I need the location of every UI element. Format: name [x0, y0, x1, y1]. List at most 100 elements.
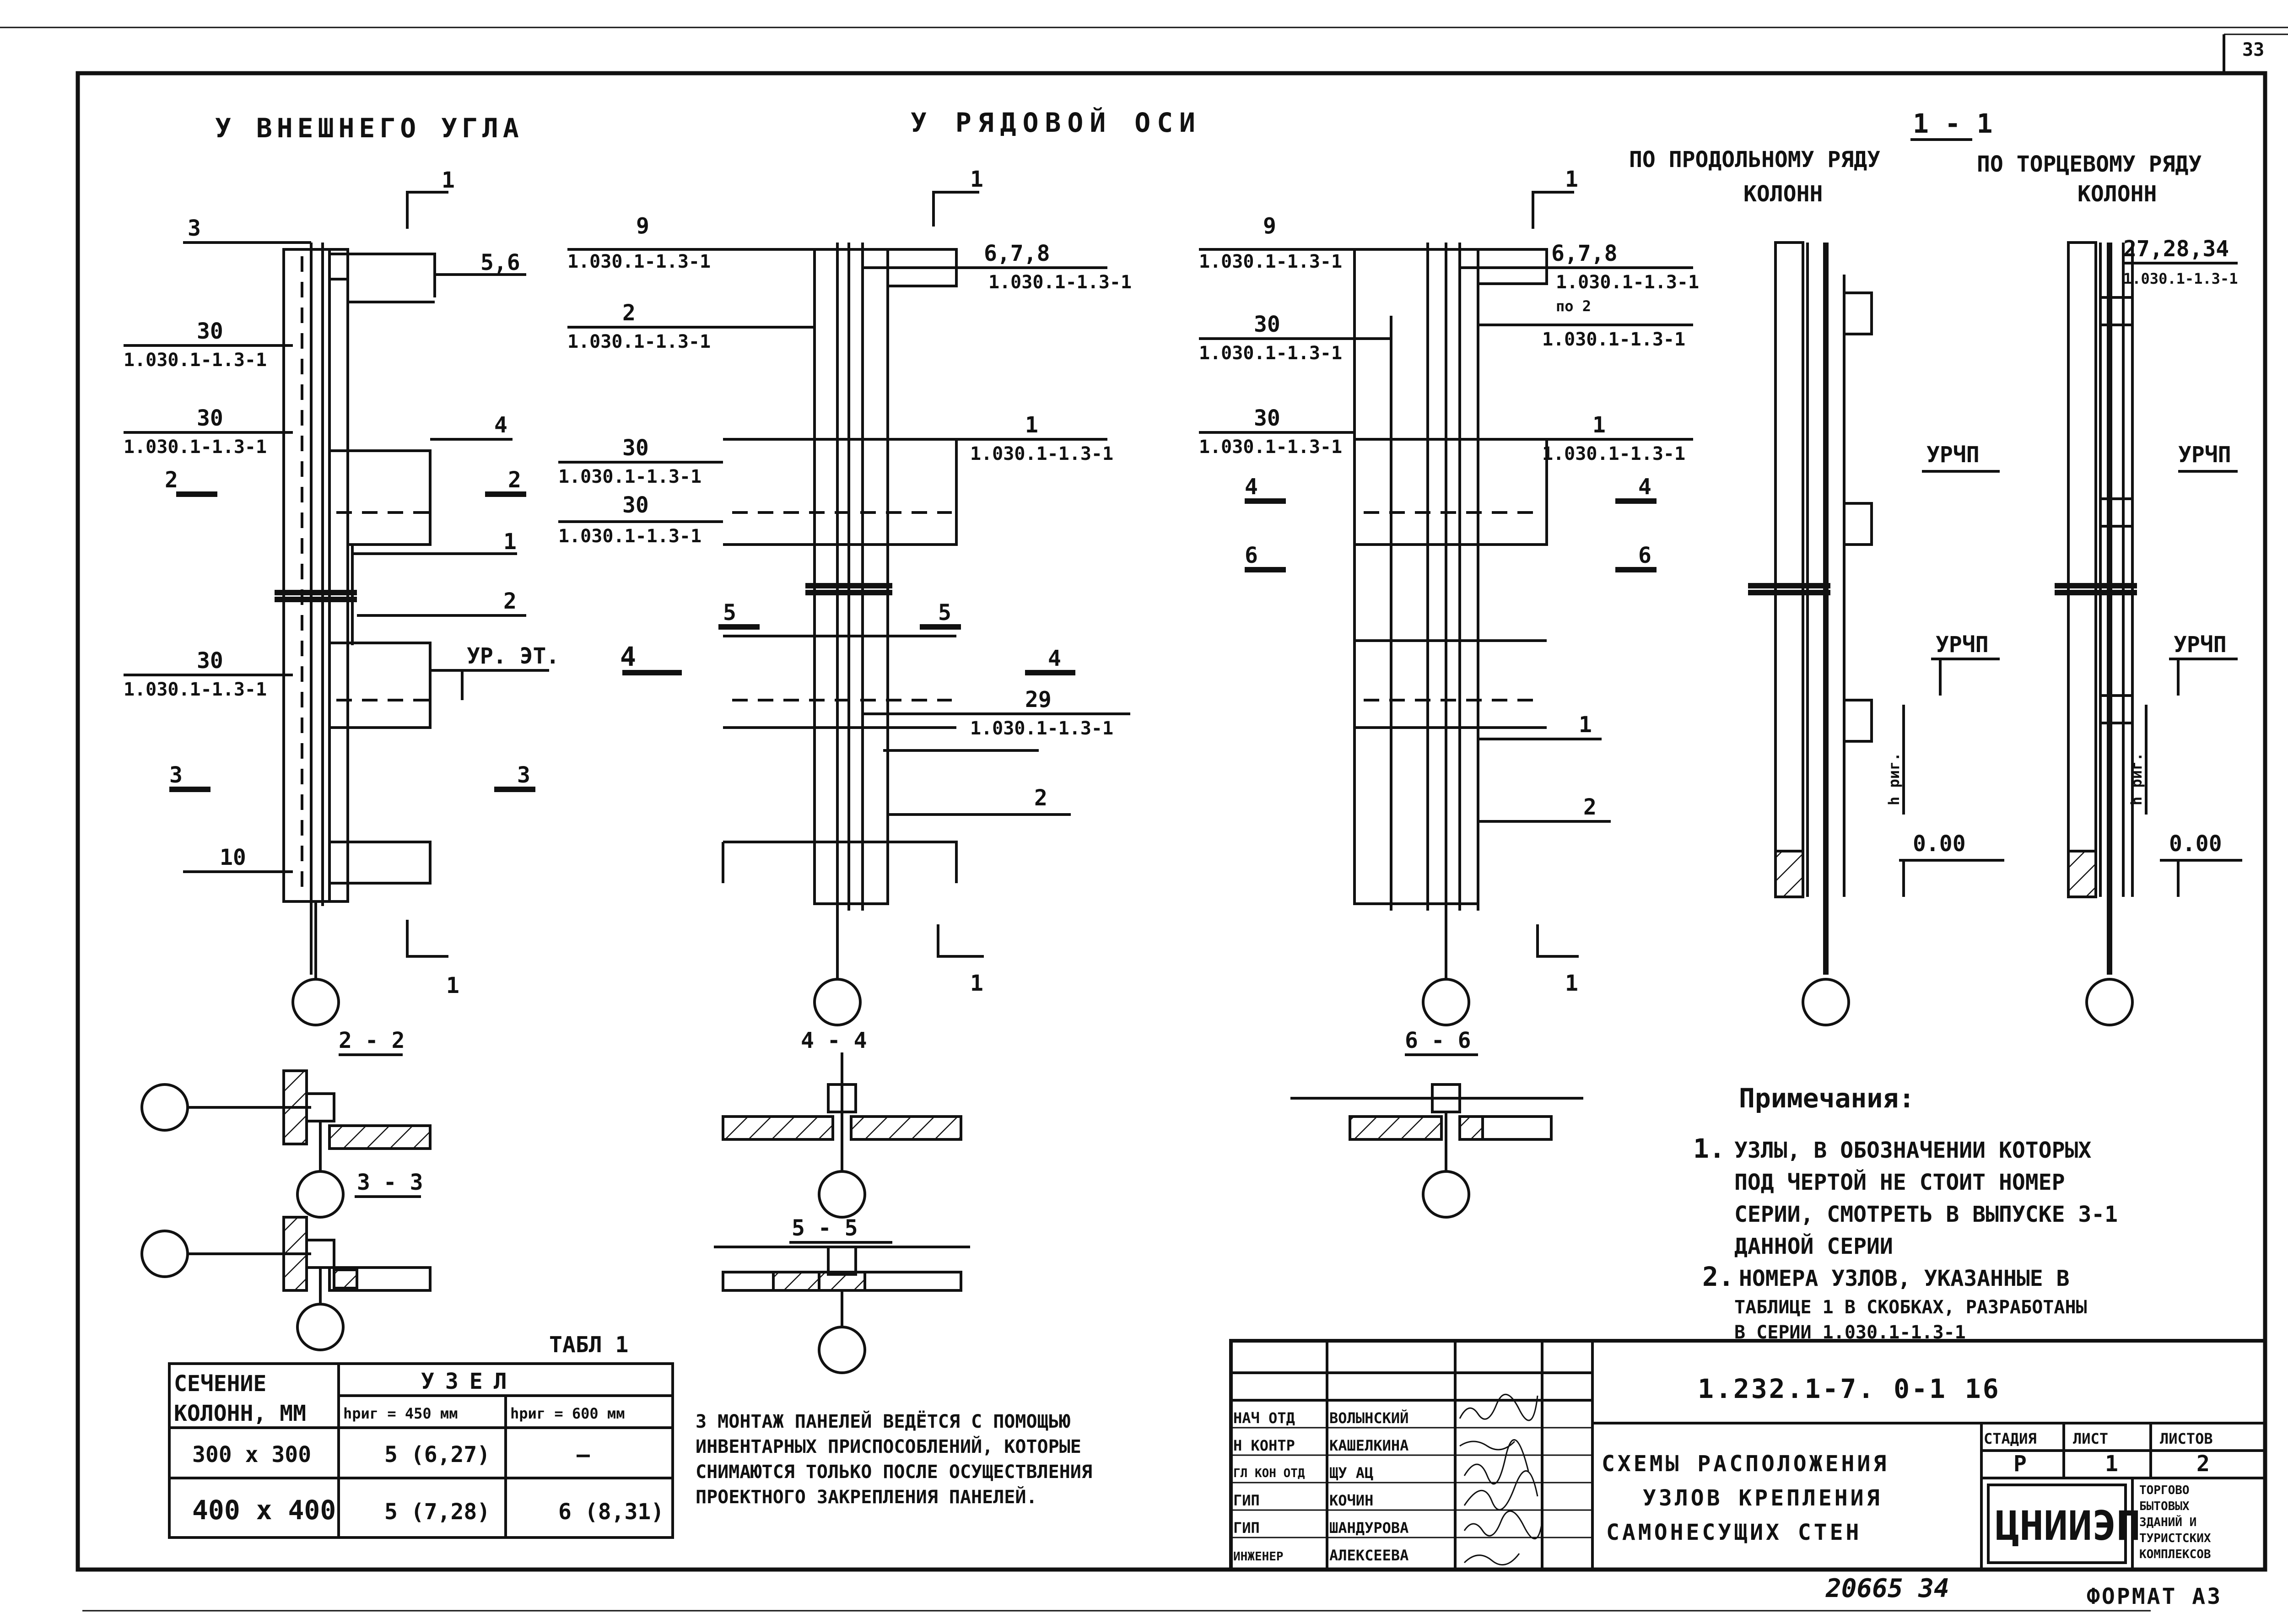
- staff-name-3: ЩУ АЦ: [1329, 1464, 1373, 1482]
- callout-c-30a: 30: [1254, 312, 1280, 337]
- callout-c-po2: по 2: [1556, 297, 1591, 315]
- callout-a-1: 1: [503, 529, 517, 555]
- table-cell-r1-b: —: [577, 1442, 590, 1468]
- view-title-row-axis: У РЯДОВОЙ ОСИ: [911, 107, 1202, 138]
- plan-section-2-2: 2 - 2: [140, 1028, 432, 1219]
- end-row-title-l2: КОЛОНН: [2078, 181, 2157, 207]
- signature-1: [1459, 1394, 1538, 1421]
- mark-1-bottom-c: 1: [1565, 971, 1578, 996]
- level-urchp-2: УРЧП: [1936, 632, 1989, 658]
- view-title-outer-corner: У ВНЕШНЕГО УГЛА: [215, 113, 523, 144]
- staff-role-2: Н КОНТР: [1233, 1437, 1295, 1454]
- mark-3-left: 3: [169, 762, 183, 788]
- callout-b-678: 6,7,8: [984, 241, 1050, 266]
- table-header-a: hриг = 450 мм: [343, 1405, 458, 1422]
- mark-2-right: 2: [508, 467, 521, 493]
- callout-a-2: 2: [503, 588, 517, 614]
- mark-4-left: 4: [620, 641, 636, 672]
- callout-c-30b: 30: [1254, 405, 1280, 431]
- signature-2: [1459, 1441, 1516, 1451]
- sheets-value: 2: [2196, 1451, 2210, 1477]
- level-floor-a: УР. ЭТ.: [467, 643, 559, 669]
- staff-role-4: ГИП: [1233, 1492, 1260, 1509]
- org-sub-5: КОМПЛЕКСОВ: [2139, 1548, 2211, 1561]
- mark-4-left-c: 4: [1245, 474, 1258, 500]
- note-3-line-4: ПРОЕКТНОГО ЗАКРЕПЛЕНИЯ ПАНЕЛЕЙ.: [696, 1486, 1037, 1508]
- drawing-title-3: САМОНЕСУЩИХ СТЕН: [1606, 1520, 1862, 1545]
- callout-a-3: 3: [188, 216, 201, 241]
- callout-a-30c: 30: [197, 648, 223, 674]
- callout-e-ref: 1.030.1-1.3-1: [2123, 270, 2238, 287]
- staff-role-5: ГИП: [1233, 1519, 1260, 1537]
- table-header-group: УЗЕЛ: [421, 1369, 518, 1394]
- mark-1-bottom-b: 1: [970, 971, 983, 996]
- section-label-6-6: 6 - 6: [1405, 1028, 1471, 1053]
- dim-hrig-1: h риг.: [1885, 752, 1903, 805]
- org-sub-4: ТУРИСТСКИХ: [2139, 1532, 2211, 1545]
- table-cell-r1-a: 5 (6,27): [384, 1442, 490, 1468]
- callout-a-56: 5,6: [480, 250, 520, 275]
- note-3-line-1: 3 МОНТАЖ ПАНЕЛЕЙ ВЕДЁТСЯ С ПОМОЩЬЮ: [696, 1410, 1071, 1432]
- staff-role-3: ГЛ КОН ОТД: [1233, 1467, 1305, 1480]
- mark-6-left: 6: [1245, 543, 1258, 568]
- notes: Примечания: 1. УЗЛЫ, В ОБОЗНАЧЕНИИ КОТОР…: [696, 1083, 2118, 1508]
- level-urchp-4: УРЧП: [2174, 632, 2227, 658]
- mark-1-top-b: 1: [970, 167, 983, 192]
- callout-b-ref-30b: 1.030.1-1.3-1: [558, 526, 702, 547]
- callout-a-ref-a: 1.030.1-1.3-1: [124, 350, 267, 371]
- mark-4-right-c: 4: [1638, 474, 1651, 500]
- org-sub-3: ЗДАНИЙ И: [2139, 1515, 2196, 1529]
- signature-6: [1463, 1553, 1520, 1565]
- callout-b-1: 1: [1025, 412, 1038, 438]
- table-header-section-1: СЕЧЕНИЕ: [174, 1371, 266, 1397]
- plan-section-6-6: 6 - 6: [1290, 1028, 1583, 1219]
- section-1-1-longitudinal: УРЧП УРЧП h риг. 0.00: [1748, 241, 2004, 1026]
- table-header-section-2: КОЛОНН, ММ: [174, 1401, 306, 1426]
- callout-b-ref-30a: 1.030.1-1.3-1: [558, 466, 702, 487]
- callout-b-2b: 2: [1034, 785, 1047, 811]
- callout-c-1: 1: [1592, 412, 1606, 438]
- plan-section-5-5: 5 - 5: [714, 1215, 970, 1374]
- note-1-line-1: УЗЛЫ, В ОБОЗНАЧЕНИИ КОТОРЫХ: [1734, 1138, 2091, 1163]
- sheet-value: 1: [2105, 1451, 2118, 1477]
- callout-c-ref-678: 1.030.1-1.3-1: [1556, 272, 1699, 293]
- staff-name-6: АЛЕКСЕЕВА: [1329, 1547, 1408, 1564]
- staff-role-1: НАЧ ОТД: [1233, 1409, 1295, 1427]
- callout-b-ref-29: 1.030.1-1.3-1: [970, 718, 1113, 739]
- signature-4: [1463, 1470, 1538, 1511]
- staff-role-6: ИНЖЕНЕР: [1233, 1550, 1284, 1564]
- callout-a-30a: 30: [197, 318, 223, 344]
- level-zero-1: 0.00: [1913, 831, 1966, 857]
- table-cell-r2-section: 400 x 400: [192, 1495, 336, 1526]
- callout-b-ref-9: 1.030.1-1.3-1: [567, 251, 711, 272]
- table-header-b: hриг = 600 мм: [510, 1405, 625, 1422]
- section-label-2-2: 2 - 2: [339, 1028, 405, 1053]
- callout-b-ref-2: 1.030.1-1.3-1: [567, 331, 711, 352]
- mark-2-left: 2: [165, 467, 178, 493]
- staff-name-4: КОЧИН: [1329, 1492, 1373, 1509]
- mark-1-top-c: 1: [1565, 167, 1578, 192]
- callout-b-2t: 2: [622, 300, 636, 326]
- org-sub-1: ТОРГОВО: [2139, 1484, 2190, 1497]
- stage-header: СТАДИЯ: [1984, 1430, 2037, 1447]
- note-2-num: 2.: [1702, 1261, 1734, 1292]
- level-zero-2: 0.00: [2169, 831, 2222, 857]
- table-title: ТАБЛ 1: [549, 1332, 628, 1358]
- longitudinal-title-l1: ПО ПРОДОЛЬНОМУ РЯДУ: [1629, 147, 1880, 173]
- page-number: 33: [2242, 39, 2264, 60]
- callout-c-1b: 1: [1579, 712, 1592, 738]
- callout-b-29: 29: [1025, 687, 1052, 712]
- stage-value: Р: [2013, 1451, 2027, 1477]
- plan-section-3-3: 3 - 3: [140, 1170, 432, 1351]
- callout-a-4: 4: [494, 412, 507, 438]
- callout-c-ref-2: 1.030.1-1.3-1: [1542, 329, 1685, 350]
- staff-name-5: ШАНДУРОВА: [1329, 1519, 1408, 1537]
- callout-b-9: 9: [636, 213, 649, 239]
- staff-name-1: ВОЛЫНСКИЙ: [1329, 1409, 1408, 1427]
- note-1-line-4: ДАННОЙ СЕРИИ: [1734, 1233, 1893, 1259]
- note-2-line-2: ТАБЛИЦЕ 1 В СКОБКАХ, РАЗРАБОТАНЫ: [1734, 1297, 2087, 1318]
- sheet-format: ФОРМАТ А3: [2087, 1584, 2222, 1609]
- note-3-line-3: СНИМАЮТСЯ ТОЛЬКО ПОСЛЕ ОСУЩЕСТВЛЕНИЯ: [696, 1462, 1092, 1483]
- callout-a-ref-b: 1.030.1-1.3-1: [124, 437, 267, 458]
- note-1-line-3: СЕРИИ, СМОТРЕТЬ В ВЫПУСКЕ 3-1: [1734, 1202, 2118, 1227]
